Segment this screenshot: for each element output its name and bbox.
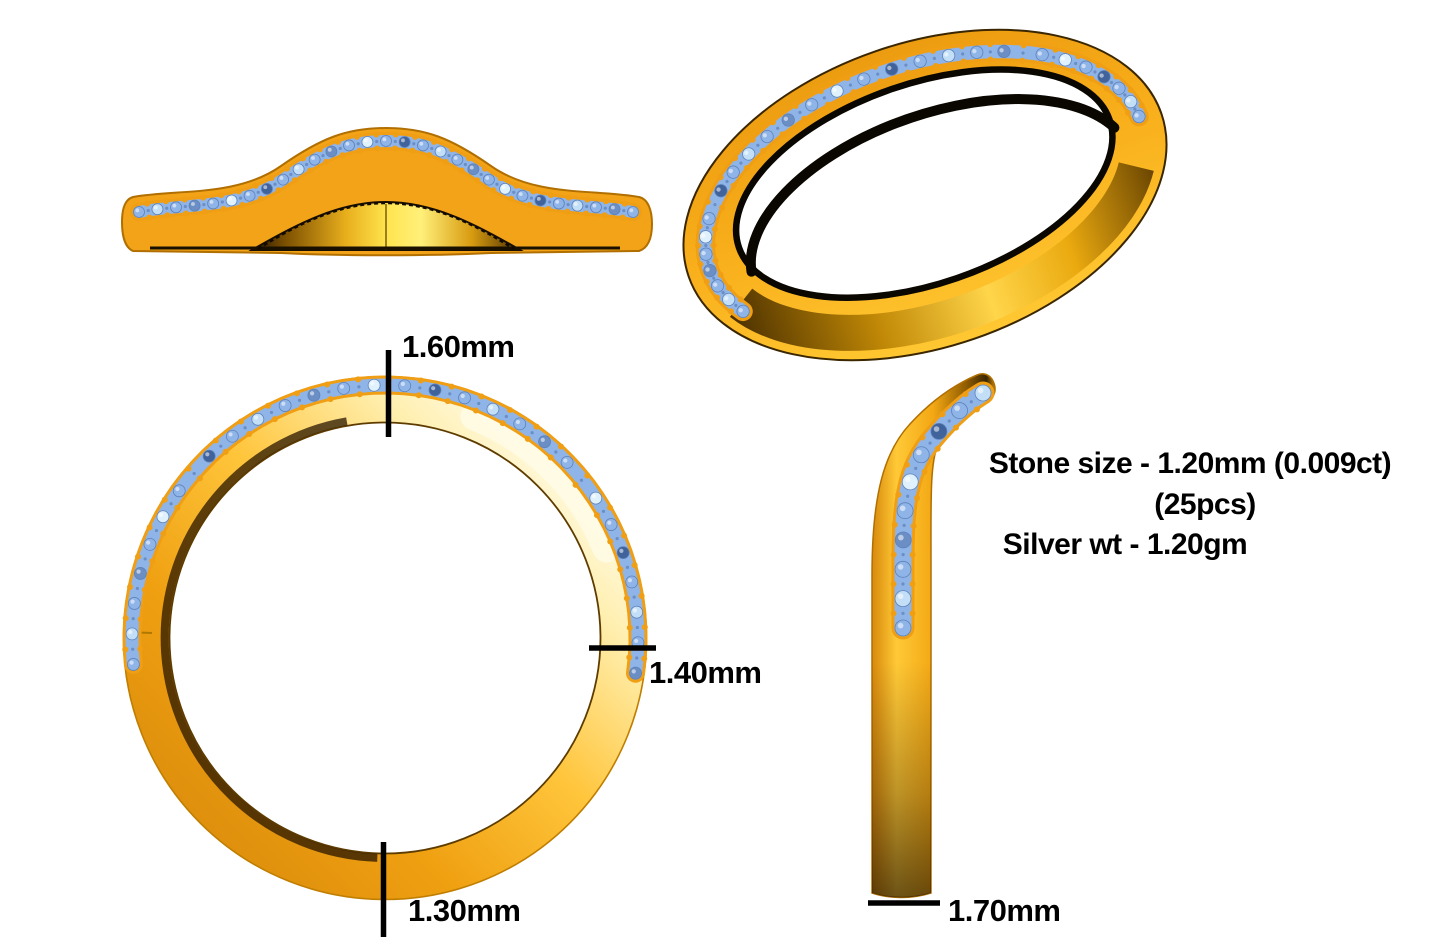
view-side-elevation: [120, 126, 654, 257]
dimension-ticks: [380, 350, 940, 937]
stone-band-perspective: [695, 41, 1149, 322]
dim-label-right-thickness: 1.40mm: [649, 655, 762, 690]
dim-label-bottom-width: 1.30mm: [408, 893, 521, 928]
stone-band-side: [130, 131, 642, 221]
side-band-silhouette: [120, 126, 654, 257]
spec-pieces-count: (25pcs): [1154, 488, 1256, 521]
front-highlight-arc: [460, 402, 621, 563]
front-inner-shadow-arc: [160, 417, 378, 862]
view-front-circle: [122, 375, 648, 901]
view-perspective-3d: [682, 28, 1168, 362]
stone-band-profile: [890, 381, 995, 640]
spec-silver-weight: Silver wt - 1.20gm: [1002, 528, 1248, 561]
perspective-top-shadow: [745, 94, 1120, 277]
view-profile-section: [871, 373, 996, 899]
front-inner-outline: [168, 421, 602, 855]
dim-label-top-width: 1.60mm: [402, 329, 515, 364]
dim-label-profile-width: 1.70mm: [948, 893, 1061, 928]
side-arch-underside-line: [257, 201, 515, 251]
perspective-inner-surface-arc: [729, 162, 1154, 351]
spec-stone-size: Stone size - 1.20mm (0.009ct): [988, 447, 1392, 480]
